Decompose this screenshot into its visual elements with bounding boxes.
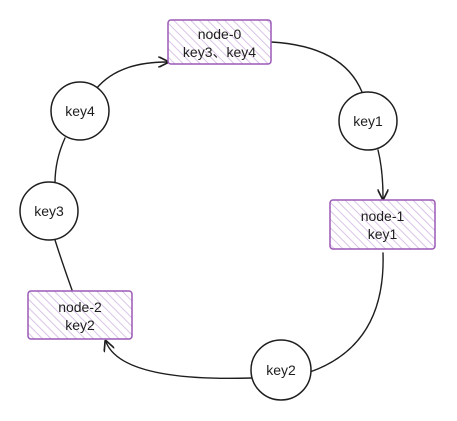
node-0-label: node-0 [198, 26, 242, 42]
node-2-keys: key2 [65, 317, 95, 333]
node-0-keys: key3、key4 [183, 44, 256, 60]
node-1-box[interactable]: node-1 key1 [329, 199, 436, 250]
key1-circle[interactable]: key1 [338, 91, 398, 151]
node-0-box[interactable]: node-0 key3、key4 [167, 19, 272, 65]
edges [54, 41, 384, 380]
edge-key1-to-node-1 [377, 149, 383, 198]
edge-key3-to-key4 [54, 137, 66, 184]
edge-node-2-to-key3 [54, 239, 73, 291]
key2-label: key2 [266, 362, 296, 378]
edge-key4-to-node-0 [95, 62, 167, 90]
key4-label: key4 [65, 103, 95, 119]
node-2-label: node-2 [58, 299, 102, 315]
node-1-keys: key1 [368, 226, 398, 242]
node-2-box[interactable]: node-2 key2 [27, 290, 133, 340]
key4-circle[interactable]: key4 [50, 81, 110, 141]
edge-node-0-to-key1 [270, 41, 363, 93]
node-1-label: node-1 [361, 208, 405, 224]
key2-circle[interactable]: key2 [250, 339, 312, 401]
key1-label: key1 [353, 113, 383, 129]
edge-node-1-to-key2 [309, 252, 384, 373]
edge-key2-to-node-2 [106, 342, 253, 380]
key3-circle[interactable]: key3 [19, 181, 79, 241]
key3-label: key3 [34, 203, 64, 219]
